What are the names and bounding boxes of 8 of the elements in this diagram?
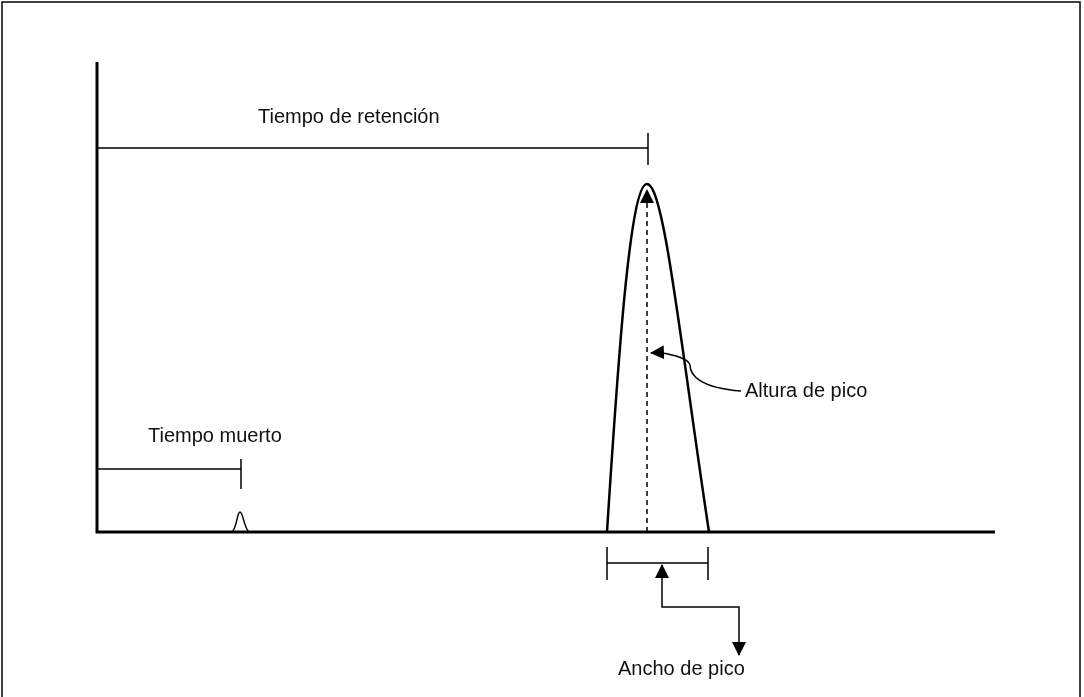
double-arrow [655,564,746,656]
callout-label: Ancho de pico [618,656,745,680]
peak-width-bracket [606,546,709,581]
peak-height-line [640,189,654,533]
dimension-label: Tiempo de retención [258,104,440,128]
callout-label: Altura de pico [745,378,868,402]
leader-arrow [650,345,742,392]
dimension-label: Tiempo muerto [148,423,282,447]
